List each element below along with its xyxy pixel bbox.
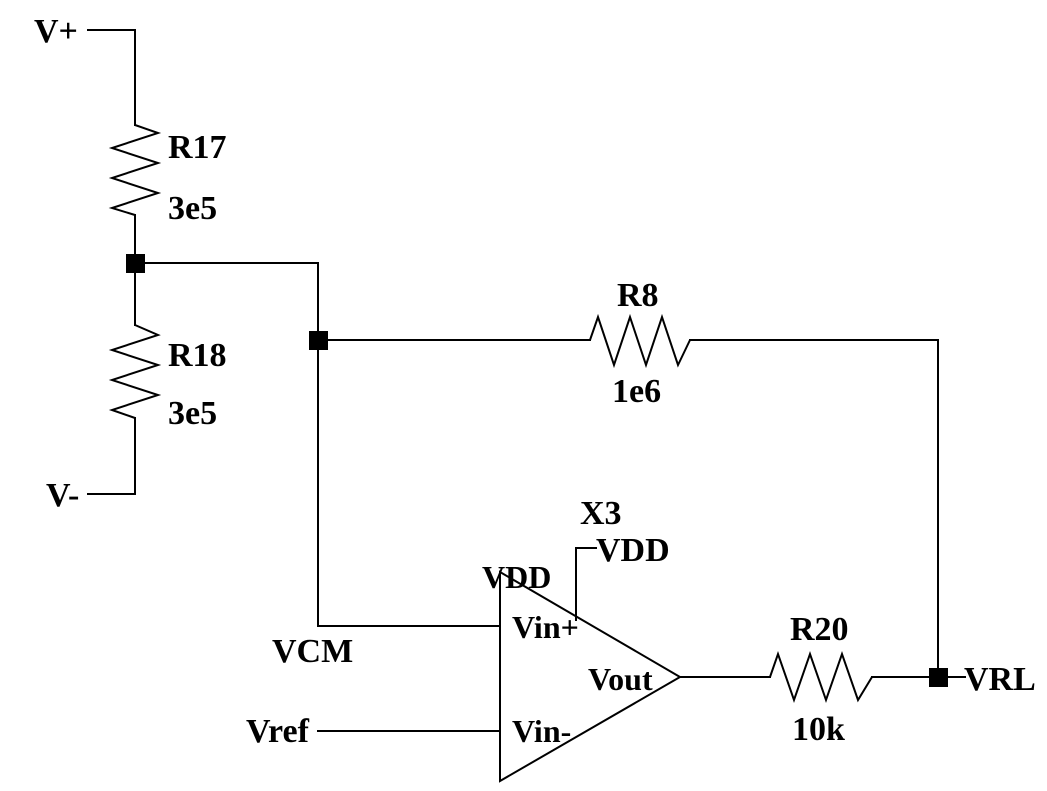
- wire-vcm-vinplus: [317, 339, 501, 627]
- r20-name: R20: [790, 611, 849, 648]
- junction-vrl: [929, 668, 948, 687]
- wire-r8-vrl: [689, 339, 939, 678]
- resistor-r17: [108, 124, 162, 216]
- r20-value: 10k: [792, 711, 845, 748]
- net-label-vcm: VCM: [272, 633, 353, 670]
- opamp-vin-minus-label: Vin-: [512, 713, 571, 749]
- net-label-vplus: V+: [34, 13, 78, 50]
- wire-vplus: [87, 29, 136, 126]
- r17-value: 3e5: [168, 190, 217, 227]
- wire-divider-vcm: [134, 262, 319, 341]
- net-label-vminus: V-: [46, 477, 79, 514]
- r18-name: R18: [168, 337, 227, 374]
- resistor-r8: [589, 313, 691, 369]
- opamp-supply-pin-label: VDD: [482, 559, 551, 595]
- r8-value: 1e6: [612, 373, 661, 410]
- opamp-vin-plus-label: Vin+: [512, 609, 579, 645]
- wire-vminus: [87, 417, 136, 495]
- wire-vdd-supply: [575, 547, 597, 621]
- resistor-r18: [108, 324, 162, 419]
- net-label-vrl: VRL: [964, 661, 1036, 698]
- r8-name: R8: [617, 277, 659, 314]
- opamp-name: X3: [580, 495, 622, 532]
- resistor-r20: [769, 650, 873, 704]
- opamp-vout-label: Vout: [588, 661, 653, 697]
- opamp-x3: [499, 570, 682, 783]
- r18-value: 3e5: [168, 395, 217, 432]
- r17-name: R17: [168, 129, 227, 166]
- net-label-vref: Vref: [246, 713, 310, 750]
- net-label-vdd: VDD: [596, 532, 670, 569]
